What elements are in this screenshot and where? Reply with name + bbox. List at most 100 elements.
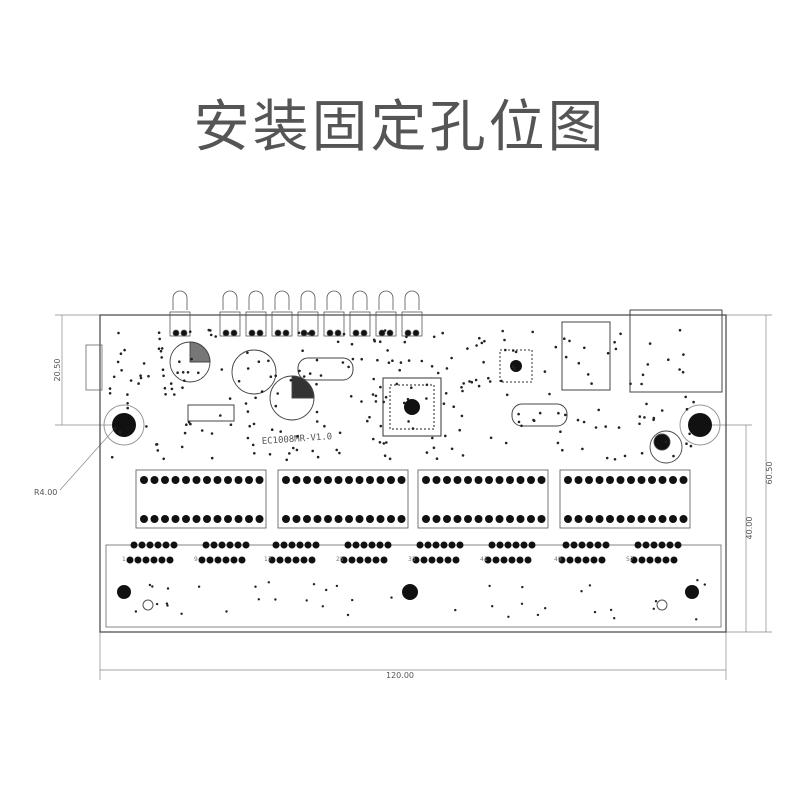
via-dot [664, 440, 668, 444]
rj45-pin-bottom-3-4 [372, 556, 380, 564]
rj45-pin-top-0-0 [130, 541, 138, 549]
via-dot [270, 428, 274, 432]
via-dot [237, 379, 241, 383]
magnetics-pin-bottom-0-7 [213, 515, 222, 523]
via-dot [554, 345, 558, 349]
via-dot [580, 590, 583, 593]
via-dot [590, 382, 593, 385]
via-dot [652, 607, 655, 610]
rj45-pin-top-6-3 [586, 541, 594, 549]
magnetics-pin-bottom-1-0 [282, 515, 290, 523]
magnetics-pin-bottom-1-8 [366, 515, 374, 523]
mounting-hole-right [688, 413, 712, 437]
led-4 [300, 290, 316, 310]
via-dot [200, 429, 204, 432]
via-dot [374, 394, 378, 398]
via-dot [563, 337, 566, 341]
via-dot [480, 341, 484, 345]
rj45-pin-bottom-1-0 [198, 556, 206, 564]
magnetics-pin-bottom-3-3 [595, 515, 604, 523]
magnetics-pin-bottom-1-4 [324, 515, 332, 523]
via-dot [360, 357, 364, 361]
power-jack [85, 344, 103, 391]
via-dot [173, 393, 176, 396]
rj45-pin-bottom-6-0 [558, 556, 566, 564]
via-dot [501, 329, 505, 333]
via-dot [684, 395, 687, 399]
led-pad-b-4 [308, 329, 316, 337]
rj45-pin-top-1-2 [218, 541, 226, 549]
magnetics-pin-bottom-2-4 [464, 515, 472, 523]
magnetics-pin-bottom-3-10 [669, 515, 677, 523]
via-dot [289, 378, 293, 382]
rj45-pin-bottom-3-2 [356, 556, 364, 564]
height-dimension: 60.50 [765, 462, 774, 485]
via-dot [489, 436, 493, 440]
via-dot [588, 584, 592, 587]
rj45-pin-bottom-3-1 [348, 556, 356, 564]
rj45-pin-top-5-2 [504, 541, 512, 549]
rj45-pin-top-2-0 [272, 541, 280, 549]
rj45-pin-top-1-4 [234, 541, 242, 549]
via-dot [461, 389, 464, 393]
via-dot [388, 457, 392, 461]
via-dot [248, 424, 251, 428]
magnetics-pin-bottom-2-0 [422, 515, 430, 523]
board-outline [99, 314, 727, 633]
rj45-pin-bottom-4-1 [420, 556, 428, 564]
magnetics-pin-bottom-3-6 [627, 515, 635, 523]
via-dot [538, 411, 542, 415]
led-footprint-6 [349, 311, 371, 337]
led-footprint-2 [245, 311, 267, 337]
via-dot [295, 448, 299, 452]
via-dot [619, 332, 622, 336]
rj45-pin-bottom-5-4 [516, 556, 524, 564]
via-dot [315, 420, 319, 423]
via-dot [210, 432, 214, 435]
via-dot [119, 352, 123, 356]
via-dot [445, 367, 449, 370]
magnetics-pin-bottom-1-5 [334, 515, 343, 523]
via-dot [629, 382, 632, 386]
via-dot [108, 392, 112, 395]
rj45-pin-top-0-1 [138, 541, 146, 549]
rj45-pin-bottom-0-3 [150, 556, 158, 564]
via-dot [645, 402, 648, 406]
magnetics-pin-bottom-1-6 [345, 515, 353, 523]
magnetics-pin-bottom-0-9 [234, 515, 243, 523]
via-dot [559, 430, 562, 434]
rj45-pin-bottom-2-4 [300, 556, 308, 564]
via-dot [623, 454, 627, 458]
rj45-pin-bottom-4-2 [428, 556, 436, 564]
resistor-array [187, 404, 235, 422]
magnetics-pin-bottom-0-5 [192, 515, 201, 523]
via-dots [108, 328, 706, 621]
via-dot [178, 360, 181, 364]
rj45-pin-bottom-7-4 [662, 556, 670, 564]
via-dot [323, 424, 326, 428]
rj45-pin-top-5-3 [512, 541, 520, 549]
via-dot [155, 443, 158, 446]
rj45-pin-top-7-2 [650, 541, 658, 549]
crystal-2 [297, 357, 354, 381]
via-dot [129, 379, 133, 382]
rj45-pin-top-2-2 [288, 541, 296, 549]
via-dot [116, 360, 120, 364]
via-dot [478, 336, 481, 340]
via-dot [613, 617, 616, 620]
led-footprint-4 [297, 311, 319, 337]
via-dot [406, 397, 410, 401]
magnetics-pin-top-2-7 [495, 476, 504, 484]
mounting-holes [103, 404, 721, 611]
via-dot [431, 436, 434, 440]
via-dot [148, 583, 152, 587]
via-dot [597, 408, 600, 412]
via-dot [685, 407, 689, 411]
magnetics-pin-top-0-0 [140, 476, 148, 484]
magnetics-pin-bottom-0-1 [150, 515, 159, 523]
via-dot [166, 587, 170, 590]
via-dot [536, 613, 540, 617]
via-dot [257, 360, 261, 364]
magnetics-pin-top-1-5 [334, 476, 343, 484]
via-dot [161, 368, 165, 372]
